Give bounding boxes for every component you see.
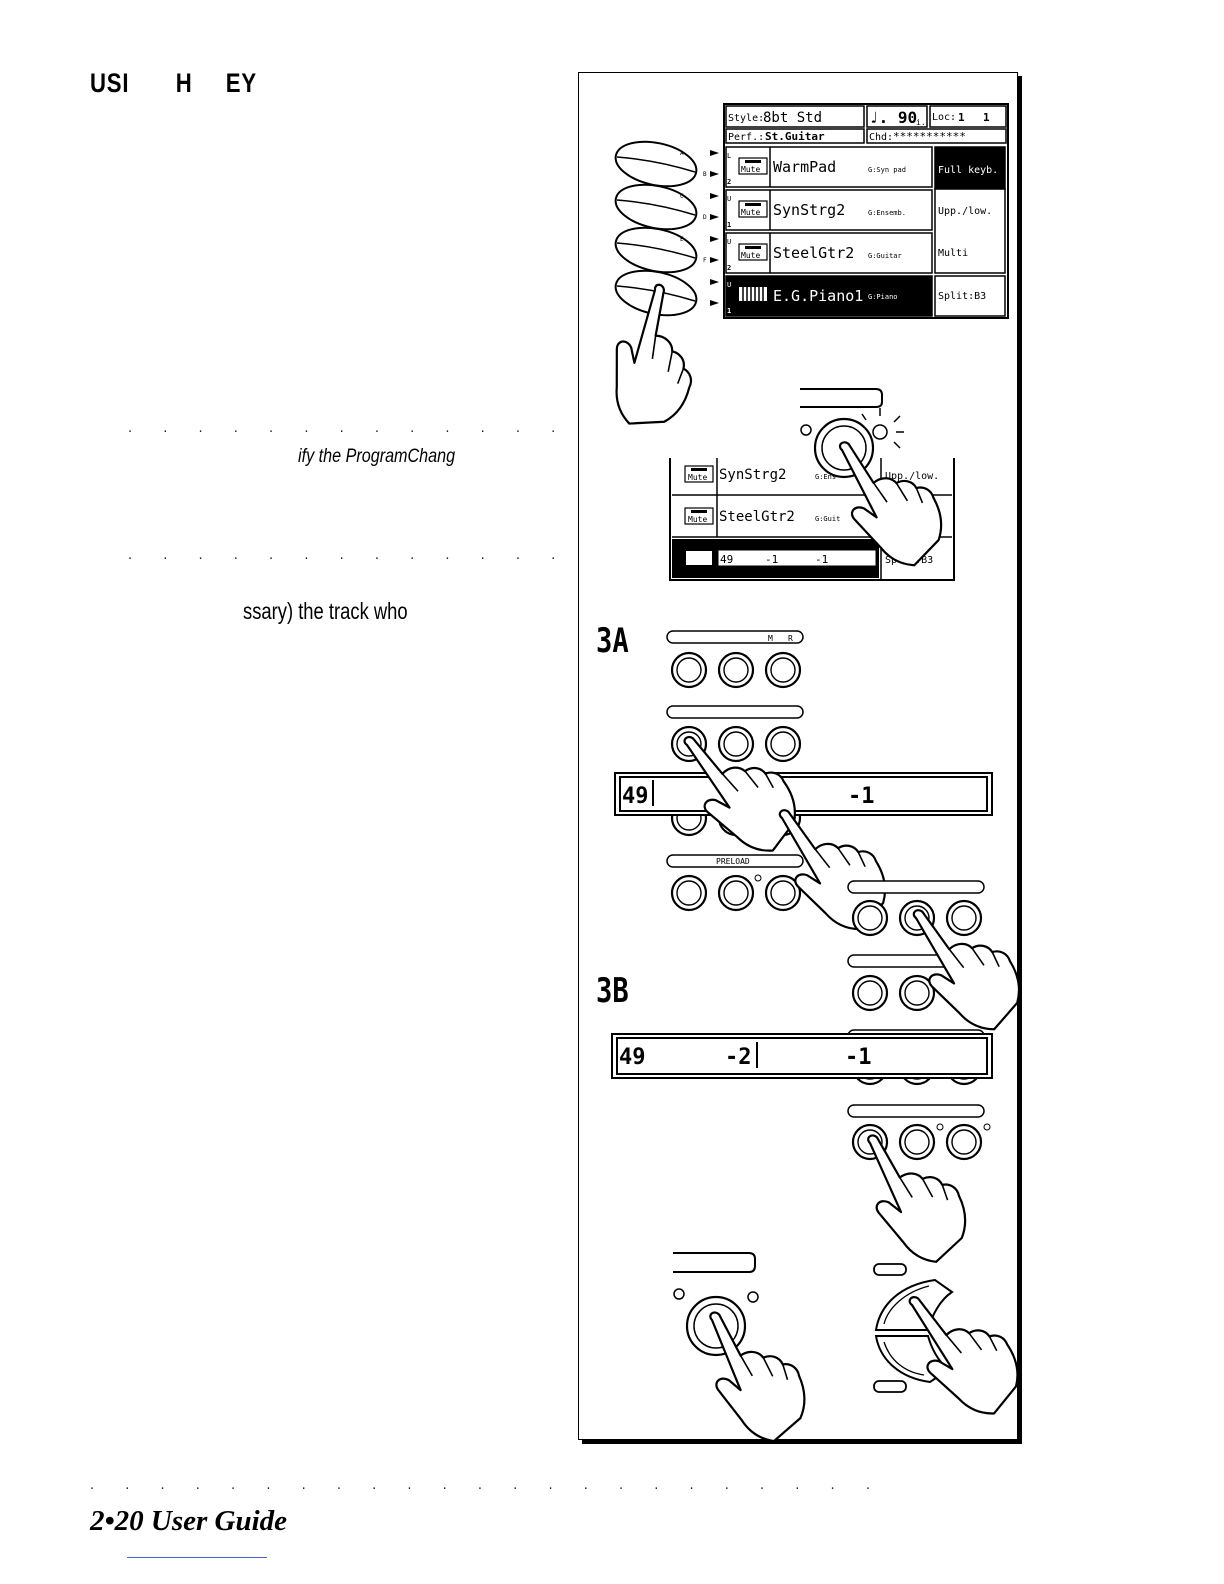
track-num: 1	[727, 307, 731, 315]
side-letters: A B C D E F	[680, 150, 707, 264]
track-group: G:Guitar	[868, 252, 902, 260]
track-side: U	[727, 238, 731, 246]
track-name: SynStrg2	[773, 201, 845, 219]
mode-upp-low: Upp./low.	[938, 206, 992, 217]
track-num: 1	[727, 221, 731, 229]
display-main: Style: 8bt Std ♩. 90 i. Loc: 1 1 Perf.: …	[723, 103, 1009, 319]
edit-row-name-1: SynStrg2	[719, 467, 786, 483]
track-group: G:Syn pad	[868, 166, 906, 174]
mode-multi: Multi	[938, 248, 968, 259]
hand-pointer-icon	[702, 1298, 813, 1451]
section-heading: USI H EY	[90, 68, 257, 99]
perf-label: Perf.:	[728, 132, 764, 143]
display-3b: 49 -2 -1	[611, 1033, 993, 1079]
track-name: E.G.Piano1	[773, 287, 863, 305]
mode-full-keyb: Full keyb.	[938, 165, 998, 176]
edit-row-mode-1: Upp./low.	[885, 471, 939, 482]
loc-value-2: 1	[983, 111, 990, 124]
track-row-1: L 2 Mute WarmPad G:Syn pad	[725, 146, 933, 188]
body-text: ssary) the track who	[243, 598, 408, 624]
mute-status: Mute	[741, 208, 760, 217]
letter-c: C	[680, 193, 684, 200]
track-num: 2	[727, 178, 731, 186]
edit-value-3: -1	[815, 553, 828, 566]
button-label-m: M	[768, 634, 773, 643]
track-row-4-selected: U 1 E.G.Piano1 G:Piano	[725, 275, 933, 317]
track-num: 2	[727, 264, 731, 272]
tempo-value: ♩. 90	[869, 108, 917, 127]
heading-part-3: EY	[225, 68, 257, 98]
mute-status: Mute	[741, 165, 760, 174]
value-3b-2: -2	[725, 1045, 752, 1070]
step-3b-label: 3B	[596, 971, 629, 1011]
mute-status-2: Mute	[688, 473, 707, 482]
exit-button[interactable]	[673, 1252, 759, 1357]
preload-label: PRELOAD	[716, 857, 750, 866]
value-3b-3: -1	[845, 1045, 872, 1070]
heading-part-2: H	[175, 68, 193, 98]
button-label-r: R	[788, 634, 793, 643]
edit-row-group-2: G:Guit	[815, 515, 840, 523]
loc-label: Loc:	[932, 112, 956, 123]
track-side: U	[727, 281, 731, 289]
note-text: ify the ProgramChang	[298, 446, 456, 467]
track-row-2: U 1 Mute SynStrg2 G:Ensemb.	[725, 189, 933, 231]
track-name: SteelGtr2	[773, 244, 854, 262]
letter-b: B	[703, 171, 707, 178]
mode-split: Split:B3	[938, 291, 986, 302]
letter-a: A	[680, 150, 684, 157]
letter-d: D	[703, 214, 707, 221]
mute-status-3: Mute	[688, 515, 707, 524]
keyboard-icon	[739, 287, 767, 301]
hand-pointer-icon	[586, 279, 729, 443]
letter-f: F	[703, 257, 707, 264]
track-row-3: U 2 Mute SteelGtr2 G:Guitar	[725, 232, 933, 274]
edit-value-2: -1	[765, 553, 778, 566]
dotted-separator-3: · · · · · · · · · · · · · · · · · · · · …	[90, 1482, 884, 1497]
perf-value: St.Guitar	[765, 130, 825, 143]
track-side: U	[727, 195, 731, 203]
style-label: Style:	[728, 113, 764, 124]
heading-part-1: USI	[90, 68, 130, 98]
edit-value-1: 49	[720, 553, 733, 566]
style-value: 8bt Std	[763, 110, 822, 126]
value-3a-1: 49	[622, 784, 649, 809]
loc-value-1: 1	[958, 111, 965, 124]
track-name: WarmPad	[773, 158, 836, 176]
tempo-sub: i.	[916, 118, 926, 127]
edit-row-group-1: G:Ens	[815, 473, 836, 481]
letter-e: E	[680, 236, 684, 243]
track-side: L	[727, 152, 731, 160]
value-3a-3: -1	[848, 784, 875, 809]
edit-row-name-2: SteelGtr2	[719, 509, 795, 525]
track-group: G:Ensemb.	[868, 209, 906, 217]
value-3b-1: 49	[619, 1045, 646, 1070]
chd-label: Chd:	[869, 132, 893, 143]
track-group: G:Piano	[868, 293, 898, 301]
display-3a: 49 -1 -1	[614, 772, 993, 816]
step-3a-label: 3A	[596, 621, 629, 661]
page-footer: 2•20 User Guide	[90, 1505, 288, 1537]
arrow-icons	[710, 150, 719, 306]
footer-rule	[127, 1557, 267, 1558]
mute-status: Mute	[741, 251, 760, 260]
chd-value: ***********	[893, 130, 966, 143]
